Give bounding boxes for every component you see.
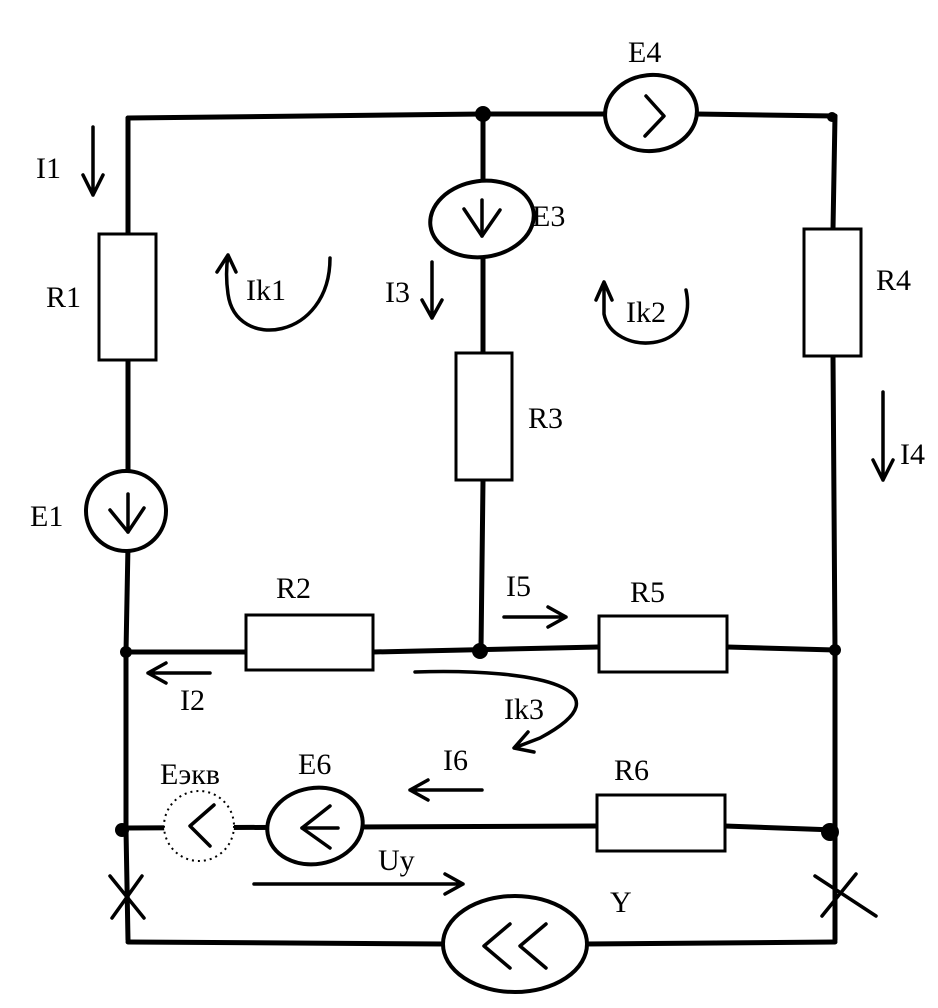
wire-bottom-right (583, 939, 838, 947)
label-R3: R3 (528, 402, 563, 435)
resistor-R6 (595, 793, 727, 853)
arrow-I3 (420, 260, 444, 320)
label-I1: I1 (36, 152, 61, 185)
label-R4: R4 (876, 264, 911, 297)
resistor-R5 (597, 614, 729, 674)
arrow-Uy (252, 872, 465, 896)
wire-top (125, 111, 611, 121)
label-I4: I4 (900, 438, 925, 471)
break-mark-left (108, 874, 146, 920)
node-mid-center (472, 643, 488, 659)
loop-arrow-Ik2 (594, 280, 690, 345)
label-Uy: Uy (378, 844, 415, 877)
label-I6: I6 (443, 744, 468, 777)
label-E3: E3 (532, 200, 565, 233)
label-R5: R5 (630, 576, 665, 609)
break-marks (108, 872, 878, 920)
wire-right-upper (830, 113, 838, 232)
label-R1: R1 (46, 281, 81, 314)
node-mid-left (120, 646, 132, 658)
node-mid-right (829, 644, 841, 656)
label-Ik2: Ik2 (626, 296, 666, 329)
wire-right-lower (830, 353, 838, 943)
break-mark-right (813, 872, 878, 918)
resistor-R1 (97, 232, 158, 362)
arrow-I2 (146, 661, 212, 685)
arrow-I6 (408, 778, 484, 802)
label-R2: R2 (276, 572, 311, 605)
label-I2: I2 (180, 684, 205, 717)
source-E3 (428, 178, 536, 260)
label-E6: E6 (298, 748, 331, 781)
label-Y: Y (610, 886, 632, 919)
wire-mid-right (724, 644, 838, 653)
source-E1 (84, 469, 168, 553)
wire-left-lower (123, 542, 131, 943)
arrow-I1 (81, 125, 105, 197)
label-E1: E1 (30, 500, 63, 533)
node-top-right (827, 112, 837, 122)
arrow-I5 (502, 605, 568, 629)
source-E4 (603, 72, 699, 154)
node-e6-left (115, 823, 129, 837)
sources (84, 72, 699, 994)
resistor-R3 (454, 351, 514, 482)
labels: E4 E3 E1 Eэкв E6 R1 R3 R4 R2 R5 R6 I1 I3… (30, 36, 925, 919)
source-Y (441, 894, 589, 994)
node-top (475, 106, 491, 122)
wire-bottom-left (125, 939, 447, 947)
resistors (97, 227, 863, 853)
label-E4: E4 (628, 36, 661, 69)
label-R6: R6 (614, 754, 649, 787)
source-E6 (265, 785, 365, 867)
resistor-R4 (802, 227, 863, 358)
arrow-I4 (871, 390, 895, 482)
nodes (115, 106, 841, 841)
wire-center-bottom (478, 477, 486, 653)
wire-top-right (693, 111, 838, 119)
label-Eekv: Eэкв (160, 758, 220, 791)
node-e6-right (821, 823, 839, 841)
loop-arrows (215, 253, 690, 754)
source-Eekv (163, 790, 235, 862)
label-I3: I3 (385, 276, 410, 309)
label-Ik1: Ik1 (246, 274, 286, 307)
label-Ik3: Ik3 (504, 693, 544, 726)
resistor-R2 (244, 613, 375, 672)
label-I5: I5 (506, 570, 531, 603)
current-arrows (81, 125, 895, 896)
wire-e6-row-right (722, 823, 838, 833)
loop-arrow-Ik3 (413, 669, 579, 754)
loop-arrow-Ik1 (215, 253, 332, 332)
